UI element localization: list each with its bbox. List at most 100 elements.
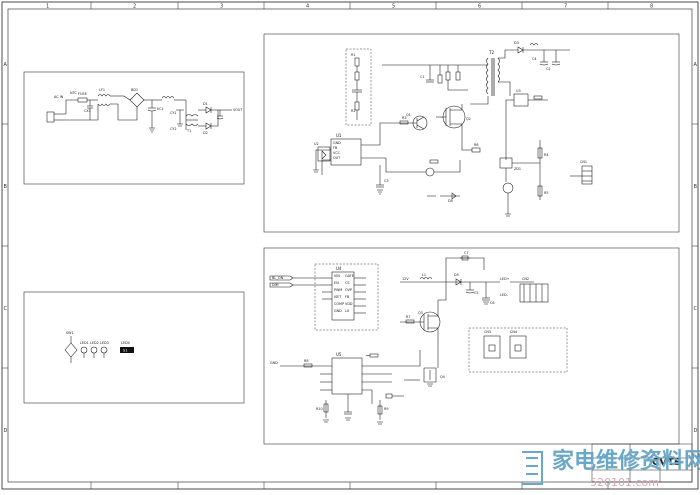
label-backlight-ic_pins_left-5: GND bbox=[334, 309, 342, 313]
title-block: CVTE bbox=[591, 443, 693, 483]
label-backlight-labels-4: L1 bbox=[422, 273, 426, 277]
label-backlight-ic_pins_right-3: FB bbox=[345, 295, 350, 299]
watermark: 家电维修资料网 520101.com bbox=[522, 448, 700, 489]
label-flyback-ic_pins-0: GND bbox=[333, 141, 341, 145]
label-backlight-ic_pins_left-4: COMP bbox=[334, 302, 344, 306]
drawing-frame-inner bbox=[7, 8, 693, 483]
label-power_input-labels-6: CY2 bbox=[170, 127, 177, 131]
label-backlight-labels-8: C7 bbox=[464, 251, 469, 255]
label-flyback-labels-8: D3 bbox=[514, 41, 519, 45]
frame-column-marks: 1 2 3 4 5 6 7 8 bbox=[46, 4, 653, 10]
label-backlight-net_labels-3: LED- bbox=[500, 293, 509, 297]
label-backlight-labels-3: Q4 bbox=[440, 375, 445, 379]
label-backlight-net_labels-0: BL_ON bbox=[272, 276, 284, 280]
label-backlight-net_labels-5: GND bbox=[270, 361, 278, 365]
label-frame-col_marks-5: 6 bbox=[478, 4, 481, 10]
led-switch-block: SW1 LED1 LED2 LED3 LED4 S1 bbox=[23, 291, 245, 404]
watermark-url: 520101.com bbox=[590, 476, 659, 489]
label-flyback-ic_pins-1: FB bbox=[333, 146, 338, 150]
label-backlight-net_labels-1: DIM bbox=[272, 283, 279, 287]
label-frame-row_marks-2: C bbox=[694, 306, 698, 312]
label-frame-col_marks-6: 7 bbox=[564, 4, 567, 10]
label-backlight-labels-1: U5 bbox=[336, 352, 342, 357]
label-power_input-out_label: VOUT bbox=[233, 108, 243, 112]
label-backlight-labels-12: R10 bbox=[316, 407, 323, 411]
label-frame-col_marks-2: 3 bbox=[220, 4, 223, 10]
label-flyback-labels-16: C3 bbox=[384, 179, 389, 183]
label-flyback-labels-1: Q1 bbox=[406, 113, 411, 117]
label-power_input-labels-2: CX1 bbox=[84, 109, 91, 113]
label-backlight-net_labels-4: 12V bbox=[402, 277, 409, 281]
label-misc-labels-0: LED1 bbox=[80, 341, 89, 345]
label-frame-col_marks-7: 8 bbox=[650, 4, 653, 10]
label-misc-labels-3: LED4 bbox=[121, 341, 130, 345]
label-backlight-labels-10: R8 bbox=[304, 359, 309, 363]
label-misc-labels-4: SW1 bbox=[66, 331, 74, 335]
flyback-block: T2 Q1 Q2 U1 R1 R2 C1 C2 D3 D4 ZD1 U2 U3 … bbox=[263, 33, 680, 233]
label-frame-row_marks-3: D bbox=[4, 428, 8, 434]
label-backlight-labels-2: Q3 bbox=[418, 311, 423, 315]
label-flyback-labels-3: U1 bbox=[336, 133, 342, 138]
label-power_input-labels-9: D2 bbox=[203, 131, 208, 135]
label-frame-row_marks-0: A bbox=[694, 62, 698, 68]
label-backlight-ic_pins_right-0: GATE bbox=[345, 274, 354, 278]
label-power_input-labels-4: BD1 bbox=[131, 88, 138, 92]
label-frame-row_marks-2: C bbox=[4, 306, 8, 312]
label-power_input-labels-1: NTC bbox=[70, 91, 77, 95]
label-flyback-labels-18: R5 bbox=[544, 191, 549, 195]
frame-row-marks: A B C D A B C D bbox=[4, 62, 698, 434]
label-flyback-labels-7: C2 bbox=[546, 67, 551, 71]
label-backlight-ic_pins_right-2: OVP bbox=[345, 288, 352, 292]
label-backlight-ic_pins_left-0: VIN bbox=[334, 274, 340, 278]
label-misc-tag: S1 bbox=[123, 349, 127, 353]
label-flyback-connector_label: CN1 bbox=[580, 160, 587, 164]
label-frame-row_marks-0: A bbox=[4, 62, 8, 68]
label-backlight-ic_pins_right-5: LX bbox=[345, 309, 350, 313]
label-power_input-labels-0: FUSE bbox=[78, 92, 87, 96]
title-logo: CVTE bbox=[652, 457, 681, 468]
label-backlight-labels-5: D5 bbox=[454, 273, 459, 277]
label-flyback-ic_pins-2: VCC bbox=[333, 151, 341, 155]
label-frame-row_marks-1: B bbox=[694, 184, 698, 190]
label-flyback-labels-9: D4 bbox=[448, 199, 453, 203]
label-flyback-labels-12: U3 bbox=[516, 89, 521, 93]
label-flyback-labels-5: R2 bbox=[351, 109, 356, 113]
label-frame-col_marks-1: 2 bbox=[133, 4, 136, 10]
label-backlight-net_labels-2: LED+ bbox=[500, 277, 510, 281]
label-frame-row_marks-1: B bbox=[4, 184, 8, 190]
label-backlight-labels-9: R7 bbox=[406, 315, 411, 319]
label-misc-labels-2: LED3 bbox=[100, 341, 109, 345]
label-flyback-labels-10: ZD1 bbox=[514, 167, 521, 171]
label-frame-col_marks-4: 5 bbox=[392, 4, 395, 10]
backlight-block: U4 U5 Q3 Q4 L1 D5 C5 C6 C7 R7 R8 R9 R10 … bbox=[263, 247, 680, 445]
label-backlight-labels-15: CN4 bbox=[510, 330, 517, 334]
label-backlight-labels-7: C6 bbox=[490, 301, 495, 305]
power-input-block: AC IN FUSE NTC CX1 LF1 BD1 CY1 CY2 EC1 D… bbox=[23, 71, 245, 185]
label-power_input-labels-7: EC1 bbox=[157, 107, 164, 111]
label-flyback-labels-4: R1 bbox=[351, 53, 356, 57]
label-flyback-labels-2: Q2 bbox=[466, 117, 471, 121]
label-backlight-ic_pins_right-4: VDD bbox=[345, 302, 353, 306]
label-flyback-labels-6: C1 bbox=[420, 75, 425, 79]
label-backlight-labels-11: R9 bbox=[384, 407, 389, 411]
label-power_input-labels-5: CY1 bbox=[170, 111, 177, 115]
label-flyback-labels-15: R4 bbox=[544, 153, 549, 157]
label-flyback-labels-14: R3 bbox=[402, 116, 407, 120]
watermark-cn-text: 家电维修资料网 bbox=[552, 448, 700, 474]
label-backlight-ic_pins_left-1: EN bbox=[334, 281, 339, 285]
label-backlight-labels-14: CN3 bbox=[484, 330, 491, 334]
label-flyback-labels-19: R6 bbox=[474, 143, 479, 147]
label-power_input-labels-3: LF1 bbox=[99, 88, 105, 92]
label-backlight-ic_pins_left-2: PWM bbox=[334, 288, 342, 292]
frame-ticks bbox=[2, 2, 698, 489]
label-flyback-labels-11: U2 bbox=[314, 142, 319, 146]
label-backlight-ic_pins_left-3: ISET bbox=[334, 295, 342, 299]
label-backlight-ic_pins_right-1: CS bbox=[345, 281, 350, 285]
label-backlight-labels-0: U4 bbox=[336, 266, 342, 271]
label-backlight-labels-6: C5 bbox=[474, 291, 479, 295]
label-flyback-ic_pins-3: OUT bbox=[333, 156, 341, 160]
watermark-logo-icon bbox=[522, 451, 543, 485]
label-frame-col_marks-0: 1 bbox=[46, 4, 49, 10]
